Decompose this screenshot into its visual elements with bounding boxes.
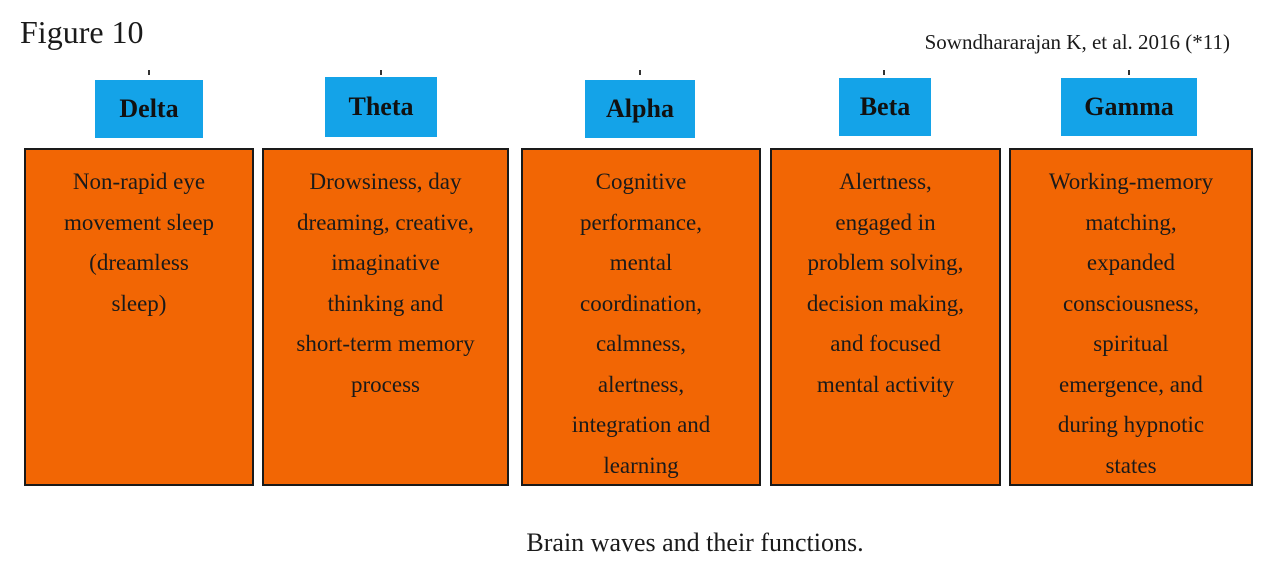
function-line: mental activity bbox=[816, 371, 955, 397]
citation: Sowndhararajan K, et al. 2016 (*11) bbox=[924, 30, 1230, 54]
tick-mark bbox=[380, 70, 382, 75]
function-line: thinking and bbox=[327, 290, 444, 316]
tick-mark bbox=[1128, 70, 1130, 75]
header-alpha: Alpha bbox=[585, 80, 695, 138]
function-line: Working-memory bbox=[1048, 169, 1214, 194]
header-theta: Theta bbox=[325, 77, 437, 137]
function-line: (dreamless bbox=[89, 250, 189, 275]
tick-mark bbox=[883, 70, 885, 75]
header-delta: Delta bbox=[95, 80, 203, 138]
function-line: calmness, bbox=[595, 331, 687, 356]
function-line: short-term memory bbox=[296, 331, 475, 356]
function-line: during hypnotic bbox=[1057, 412, 1205, 437]
figure-label: Figure 10 bbox=[20, 14, 144, 50]
function-line: learning bbox=[603, 452, 679, 478]
function-line: states bbox=[1105, 452, 1157, 478]
function-line: consciousness, bbox=[1062, 290, 1200, 316]
header-beta: Beta bbox=[839, 78, 931, 136]
tick-mark bbox=[639, 70, 641, 75]
tick-mark bbox=[148, 70, 150, 75]
function-line: and focused bbox=[830, 331, 941, 356]
box-alpha: Cognitive performance, mental coordinati… bbox=[521, 148, 761, 486]
function-line: mental bbox=[609, 250, 673, 275]
function-line: matching, bbox=[1085, 209, 1177, 235]
function-line: engaged in bbox=[835, 209, 936, 235]
function-line: alertness, bbox=[597, 371, 685, 397]
function-line: sleep) bbox=[111, 290, 167, 316]
header-gamma: Gamma bbox=[1061, 78, 1197, 136]
function-line: spiritual bbox=[1093, 331, 1169, 356]
function-line: integration and bbox=[571, 412, 711, 437]
function-line: Non-rapid eye bbox=[72, 169, 206, 194]
function-line: problem solving, bbox=[807, 250, 964, 275]
figure-caption: Brain waves and their functions. bbox=[526, 528, 864, 557]
function-line: expanded bbox=[1086, 250, 1176, 275]
function-line: performance, bbox=[580, 209, 702, 235]
function-line: imaginative bbox=[331, 250, 440, 275]
function-line: Drowsiness, day bbox=[309, 169, 462, 194]
function-line: Cognitive bbox=[595, 169, 687, 194]
function-line: decision making, bbox=[806, 290, 965, 316]
box-beta: Alertness, engaged in problem solving, d… bbox=[770, 148, 1001, 486]
function-line: Alertness, bbox=[839, 169, 932, 194]
function-line: emergence, and bbox=[1059, 371, 1203, 397]
function-line: coordination, bbox=[580, 290, 702, 316]
box-theta: Drowsiness, day dreaming, creative, imag… bbox=[262, 148, 509, 486]
function-line: movement sleep bbox=[63, 209, 215, 235]
function-line: process bbox=[351, 371, 420, 397]
box-delta: Non-rapid eye movement sleep (dreamless … bbox=[24, 148, 254, 486]
box-gamma: Working-memory matching, expanded consci… bbox=[1009, 148, 1253, 486]
function-line: dreaming, creative, bbox=[297, 209, 474, 235]
